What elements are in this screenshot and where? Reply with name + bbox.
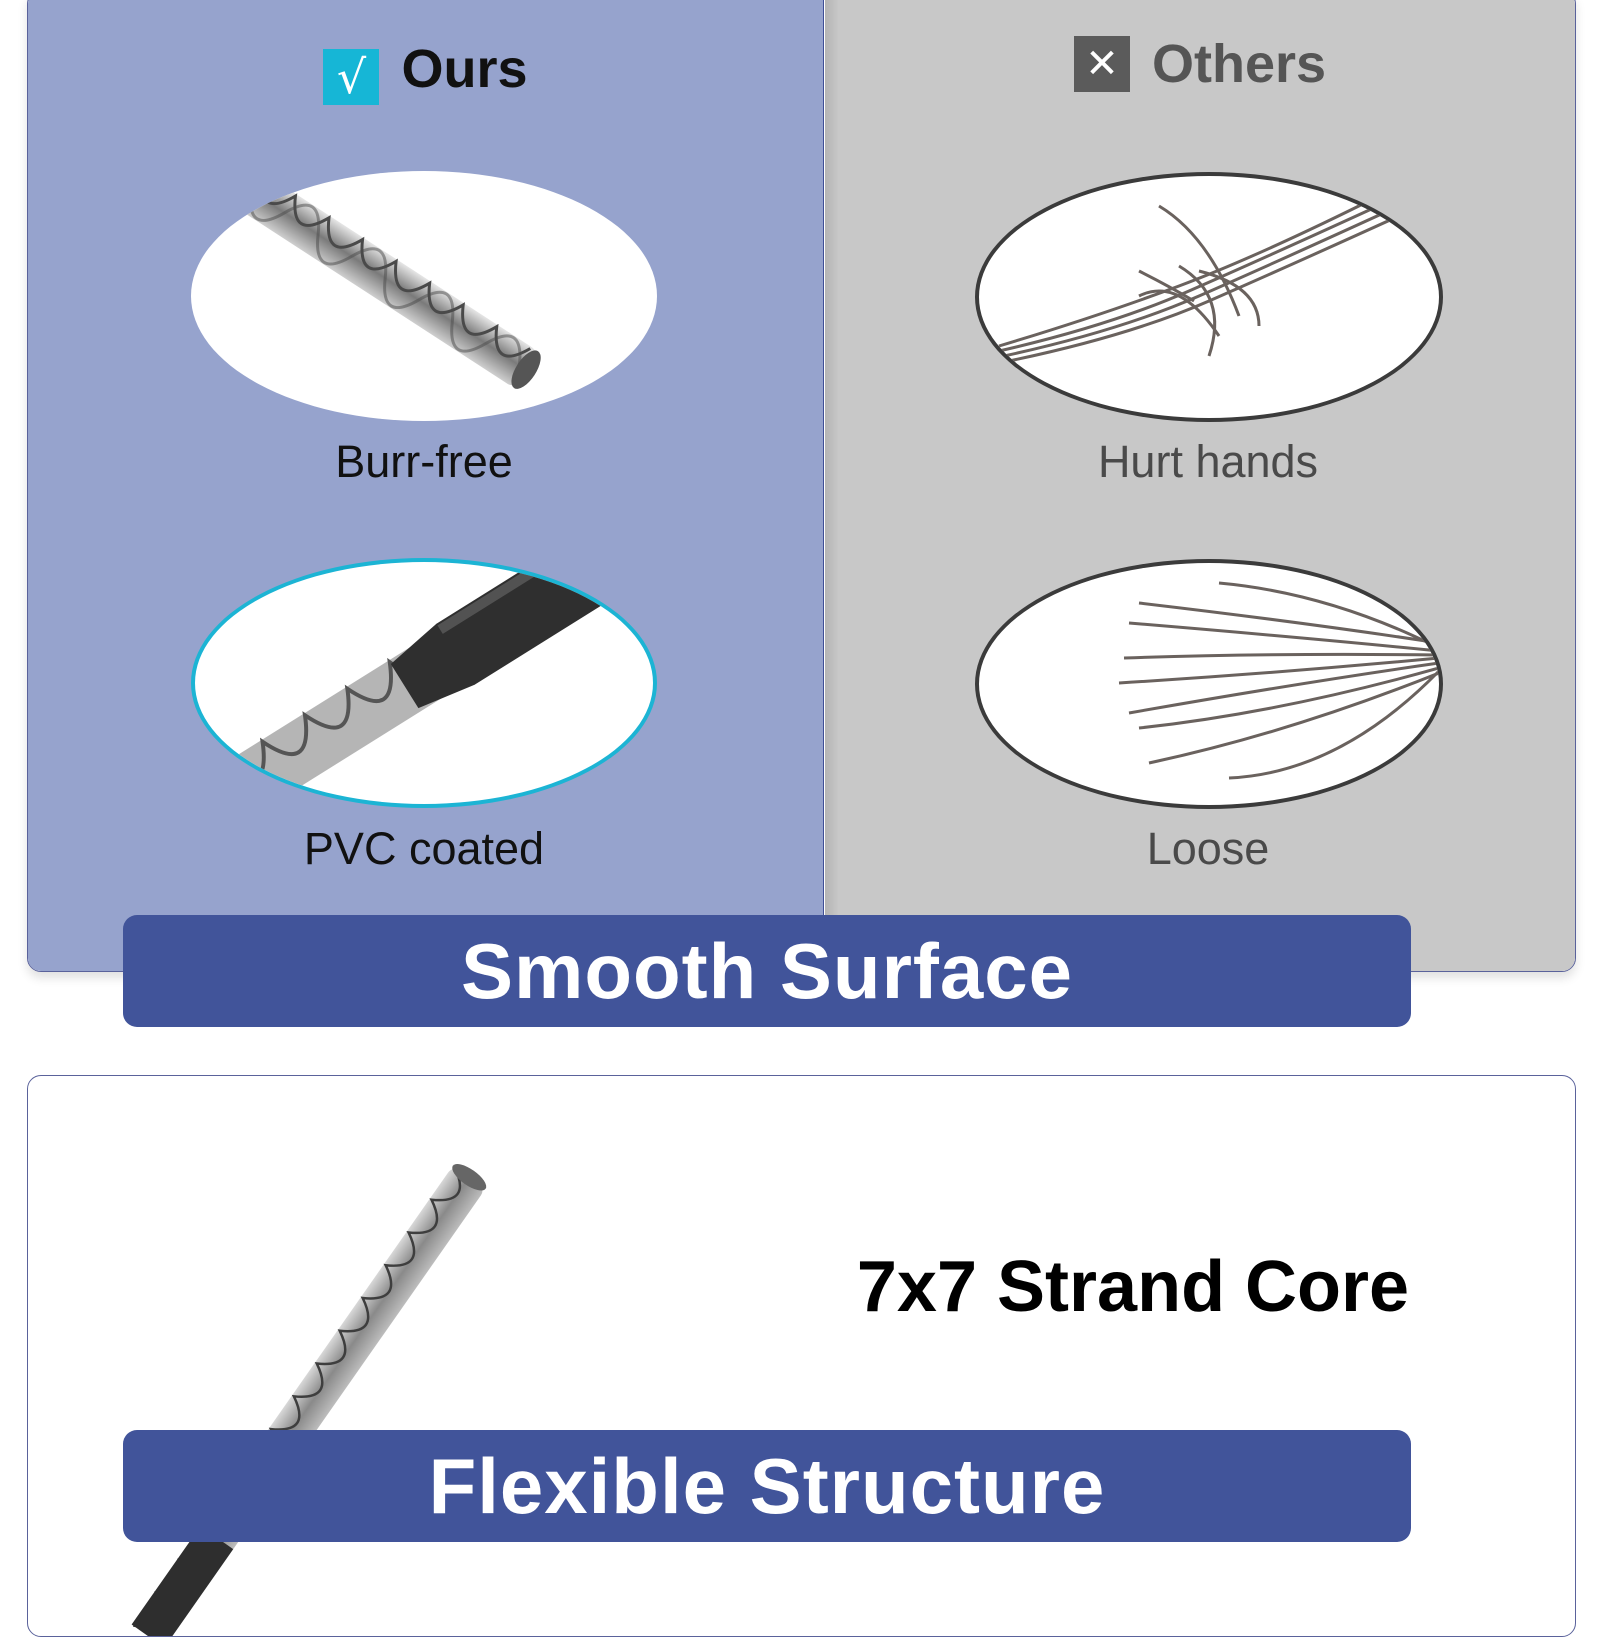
burr-free-caption: Burr-free <box>335 436 513 487</box>
loose-strands-image <box>975 559 1443 809</box>
ours-title: Ours <box>401 39 528 99</box>
ours-column: √ Ours <box>28 0 824 971</box>
cable-end-burr-free-image <box>191 171 657 421</box>
smooth-surface-banner: Smooth Surface <box>123 915 1411 1027</box>
structure-card: 7x7 Strand Core <box>27 1075 1576 1637</box>
others-title: Others <box>1151 34 1327 94</box>
pvc-coated-caption: PVC coated <box>303 823 545 874</box>
loose-caption: Loose <box>1146 823 1270 874</box>
cable-pvc-coated-image <box>191 558 657 808</box>
x-icon: ✕ <box>1073 36 1130 92</box>
ours-header: √ Ours <box>28 33 823 105</box>
others-column: ✕ Others Hurt hands <box>825 0 1575 971</box>
others-header: ✕ Others <box>825 33 1575 95</box>
flexible-structure-banner: Flexible Structure <box>123 1430 1411 1542</box>
comparison-panel: √ Ours <box>27 0 1576 972</box>
hurt-hands-caption: Hurt hands <box>1097 436 1319 487</box>
strand-core-label: 7x7 Strand Core <box>856 1247 1410 1327</box>
wire-rope-closeup-image <box>131 1164 487 1636</box>
check-icon: √ <box>323 49 380 105</box>
frayed-cable-image <box>975 172 1443 422</box>
